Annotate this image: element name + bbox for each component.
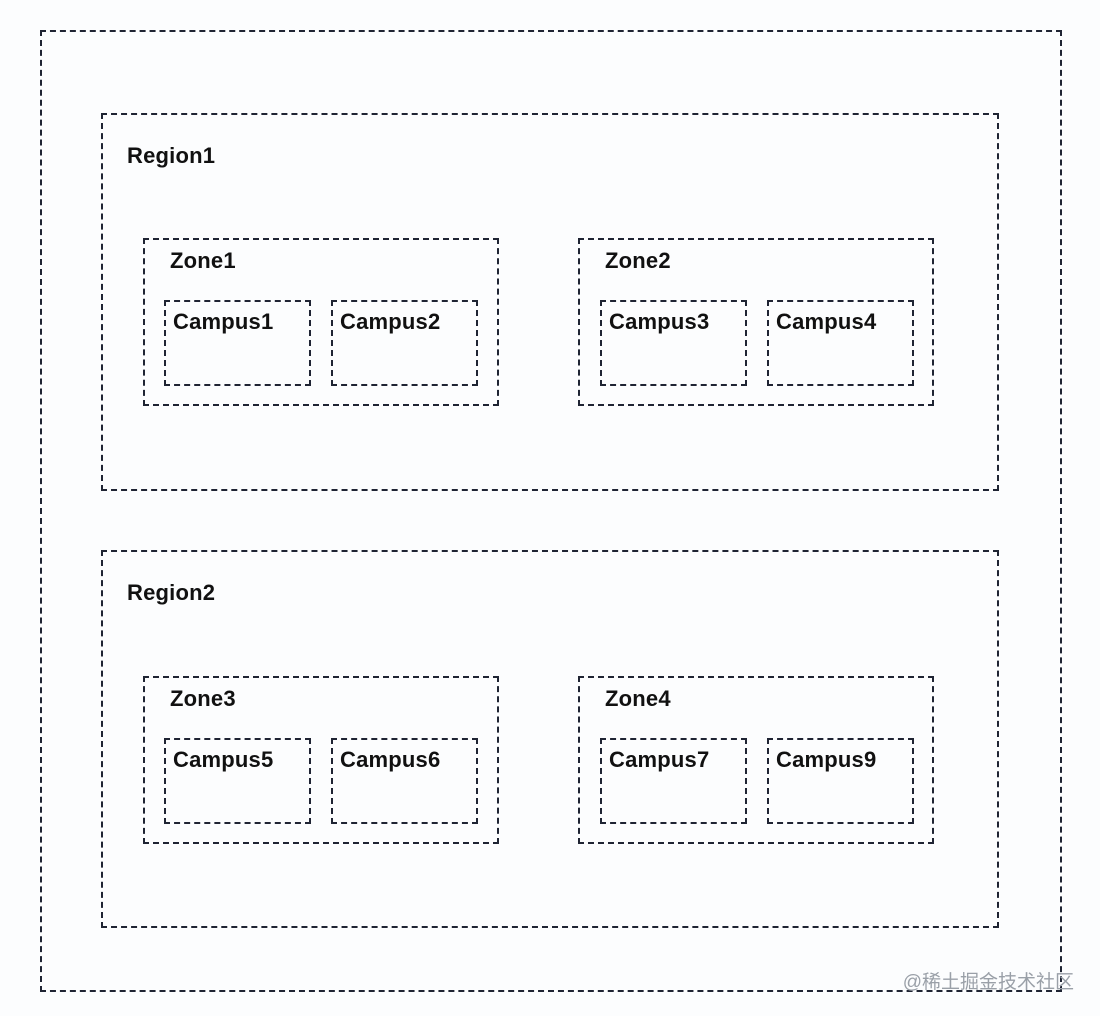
region-1-box: Region1 <box>101 113 999 491</box>
campus-9-label: Campus9 <box>776 747 877 772</box>
campus-2-label: Campus2 <box>340 309 441 334</box>
campus-7-box: Campus7 <box>600 738 747 824</box>
campus-6-label: Campus6 <box>340 747 441 772</box>
campus-3-label: Campus3 <box>609 309 710 334</box>
campus-4-box: Campus4 <box>767 300 914 386</box>
watermark: @稀土掘金技术社区 <box>902 972 1074 993</box>
zone-2-box: Zone2 <box>578 238 934 406</box>
campus-9-box: Campus9 <box>767 738 914 824</box>
campus-3-box: Campus3 <box>600 300 747 386</box>
region-2-label: Region2 <box>127 580 216 605</box>
zone-4-box: Zone4 <box>578 676 934 844</box>
region-2-box: Region2 <box>101 550 999 928</box>
zone-1-box: Zone1 <box>143 238 499 406</box>
campus-7-label: Campus7 <box>609 747 710 772</box>
campus-6-box: Campus6 <box>331 738 478 824</box>
campus-1-label: Campus1 <box>173 309 274 334</box>
region-1-label: Region1 <box>127 143 216 168</box>
zone-2-label: Zone2 <box>605 248 671 273</box>
campus-2-box: Campus2 <box>331 300 478 386</box>
zone-3-box: Zone3 <box>143 676 499 844</box>
campus-4-label: Campus4 <box>776 309 877 334</box>
campus-5-label: Campus5 <box>173 747 274 772</box>
zone-1-label: Zone1 <box>170 248 236 273</box>
zone-4-label: Zone4 <box>605 686 671 711</box>
campus-5-box: Campus5 <box>164 738 311 824</box>
zone-3-label: Zone3 <box>170 686 236 711</box>
outer-container <box>40 30 1062 992</box>
campus-1-box: Campus1 <box>164 300 311 386</box>
